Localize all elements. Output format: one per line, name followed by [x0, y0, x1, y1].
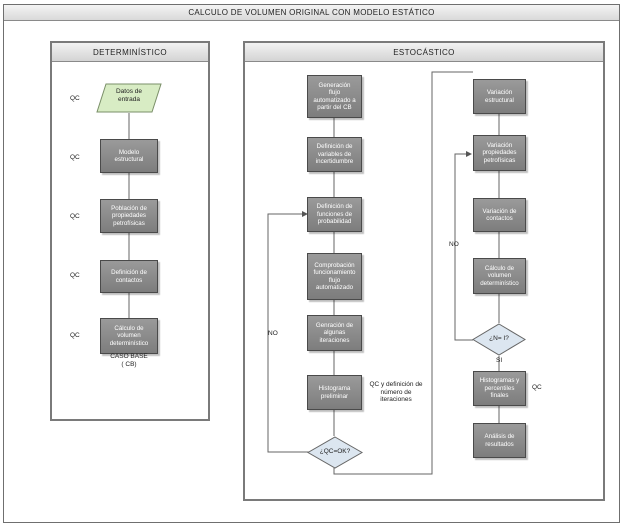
sto-decision-qc-ok-label: ¿QC=OK? — [319, 448, 351, 455]
sto-decision-n-equals-i-label: ¿N= I? — [489, 335, 509, 342]
case-base-label: CASO BASE ( CB) — [110, 353, 148, 368]
data-input-label: Datos de entrada — [115, 88, 143, 103]
det-step-contacts-definition: Definición de contactos — [100, 260, 158, 293]
sto-bridge-connector — [333, 71, 473, 475]
sto-step-structural-variation: Variación estructural — [473, 79, 526, 114]
sto-step-probability-functions: Definición de funciones de probabilidad — [307, 197, 362, 232]
sto-step-uncertainty-variables: Definición de variables de incertidumbre — [307, 137, 362, 172]
deterministic-header: DETERMINÍSTICO — [52, 43, 208, 62]
sto-step-contacts-variation: Variación de contactos — [473, 198, 526, 232]
qc-label-2: QC — [70, 154, 80, 161]
sto-step-petrophysical-variation: Variación propiedades petrofísicas — [473, 135, 526, 171]
sto-right-si-label: SI — [496, 357, 503, 364]
det-step-deterministic-volume: Cálculo de volumen determinístico — [100, 318, 158, 354]
qc-label-4: QC — [70, 272, 80, 279]
diagram-title: CALCULO DE VOLUMEN ORIGINAL CON MODELO E… — [4, 5, 619, 21]
sto-step-results-analysis: Análisis de resultados — [473, 423, 526, 458]
sto-step-some-iterations: Genración de algunas iteraciones — [307, 315, 362, 351]
sto-step-preliminary-histogram: Histograma preliminar — [307, 375, 362, 410]
sto-step-deterministic-volume-calc: Cálculo de volumen determinístico — [473, 258, 526, 294]
sto-decision-qc-ok — [307, 436, 363, 469]
sto-left-no-loop — [267, 211, 309, 453]
sto-right-no-loop — [454, 151, 473, 341]
sto-left-no-label: NO — [268, 330, 278, 337]
qc-iterations-note: QC y definición de número de iteraciones — [369, 381, 423, 403]
det-step-petrophysical-population: Población de propiedades petrofísicas — [100, 199, 158, 233]
sto-right-no-label: NO — [449, 241, 459, 248]
final-qc-label: QC — [532, 384, 542, 391]
qc-label-5: QC — [70, 332, 80, 339]
sto-step-final-histograms: Histogramas y percentiles finales — [473, 371, 526, 406]
qc-label-3: QC — [70, 213, 80, 220]
stochastic-header: ESTOCÁSTICO — [245, 43, 603, 62]
sto-step-flow-generation: Generación flujo automatizado a partir d… — [307, 75, 362, 118]
det-step-structural-model: Modelo estructural — [100, 139, 158, 173]
stochastic-panel: ESTOCÁSTICO — [243, 41, 605, 501]
sto-decision-n-equals-i — [472, 323, 526, 356]
qc-label-1: QC — [70, 95, 80, 102]
sto-step-flow-check: Comprobación funcionamiento flujo automa… — [307, 253, 362, 300]
data-input-parallelogram — [96, 83, 162, 113]
